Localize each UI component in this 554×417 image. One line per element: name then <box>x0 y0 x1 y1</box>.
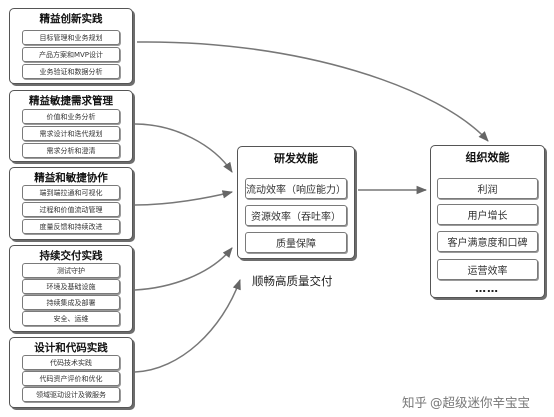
arrow-delivery-to-dev <box>134 247 233 291</box>
list-item: 资源效率（吞吐率） <box>245 205 347 226</box>
panel-design-code: 设计和代码实践 代码技术实践 代码资产评价和优化 领域驱动设计及微服务 <box>9 337 133 408</box>
list-item: 领域驱动设计及微服务 <box>22 387 120 402</box>
panel-title: 精益和敏捷协作 <box>34 172 108 184</box>
watermark-author: @超级迷你辛宝宝 <box>430 395 531 410</box>
list-item: 流动效率（响应能力） <box>245 178 347 199</box>
panel-title: 精益创新实践 <box>39 13 103 25</box>
list-item: 用户增长 <box>437 204 538 225</box>
panel-agile-requirements: 精益敏捷需求管理 价值和业务分析 需求设计和迭代规划 需求分析和澄清 <box>9 90 133 162</box>
panel-title: 设计和代码实践 <box>34 342 108 354</box>
center-caption: 顺畅高质量交付 <box>252 274 333 288</box>
list-item: 代码技术实践 <box>22 355 120 370</box>
list-item: 产品方案和MVP设计 <box>22 47 120 62</box>
list-item: 度量反馈和持续改进 <box>22 219 120 234</box>
list-item: 测试守护 <box>22 263 120 278</box>
list-item: 业务验证和数据分析 <box>22 64 120 79</box>
panel-dev-effectiveness: 研发效能 流动效率（响应能力） 资源效率（吞吐率） 质量保障 <box>237 146 355 259</box>
list-item: 安全、运维 <box>22 311 120 326</box>
panel-continuous-delivery: 持续交付实践 测试守护 环境及基础设施 持续集成及部署 安全、运维 <box>9 245 133 332</box>
panel-title: 持续交付实践 <box>39 250 103 262</box>
list-item: 目标管理和业务规划 <box>22 30 120 45</box>
panel-lean-innovation: 精益创新实践 目标管理和业务规划 产品方案和MVP设计 业务验证和数据分析 <box>9 8 133 84</box>
panel-agile-collaboration: 精益和敏捷协作 端到端拉通和可视化 过程和价值流动管理 度量反馈和持续改进 <box>9 167 133 240</box>
list-item: 过程和价值流动管理 <box>22 202 120 217</box>
more-ellipsis: …… <box>475 282 499 295</box>
list-item: 代码资产评价和优化 <box>22 371 120 386</box>
watermark: 知乎 @超级迷你辛宝宝 <box>402 392 530 411</box>
list-item: 运营效率 <box>437 259 538 280</box>
list-item: 需求分析和澄清 <box>22 143 120 158</box>
panel-title: 精益敏捷需求管理 <box>29 95 113 107</box>
list-item: 端到端拉通和可视化 <box>22 185 120 200</box>
list-item: 利润 <box>437 178 538 199</box>
list-item: 客户满意度和口碑 <box>437 231 538 252</box>
panel-title: 研发效能 <box>274 152 318 165</box>
panel-title: 组织效能 <box>465 151 510 164</box>
list-item: 价值和业务分析 <box>22 109 120 124</box>
arrow-code-to-dev <box>134 279 241 373</box>
arrow-requirements-to-dev <box>134 123 233 173</box>
list-item: 需求设计和迭代规划 <box>22 126 120 141</box>
arrow-innovation-to-org <box>136 41 489 142</box>
watermark-platform: 知乎 <box>402 395 428 410</box>
list-item: 环境及基础设施 <box>22 279 120 294</box>
list-item: 持续集成及部署 <box>22 295 120 310</box>
list-item: 质量保障 <box>245 232 347 253</box>
panel-org-effectiveness: 组织效能 利润 用户增长 客户满意度和口碑 运营效率 …… <box>430 145 545 298</box>
arrow-collaboration-to-dev <box>134 190 234 206</box>
